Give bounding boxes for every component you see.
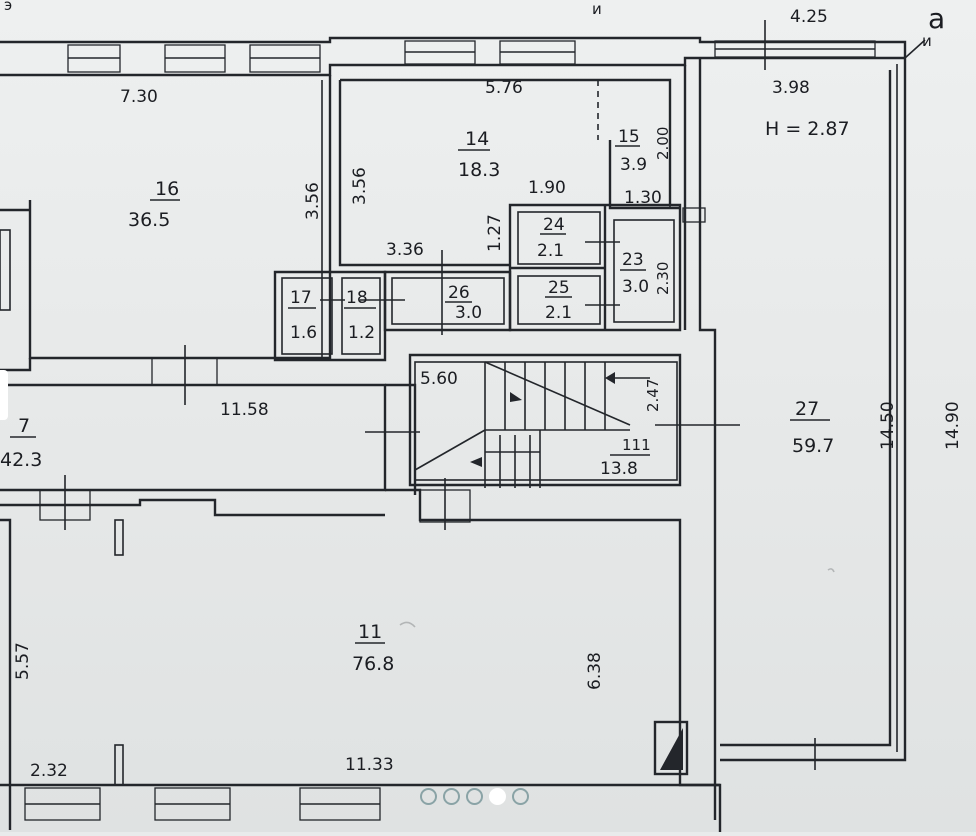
- svg-text:15: 15: [618, 127, 640, 147]
- svg-text:1.6: 1.6: [290, 323, 317, 343]
- svg-text:23: 23: [622, 250, 644, 270]
- svg-text:27: 27: [795, 398, 819, 420]
- room-15: 15 3.9: [615, 127, 647, 175]
- svg-text:2.1: 2.1: [537, 241, 564, 261]
- dim-5-76: 5.76: [485, 78, 523, 98]
- room-7: 7 42.3: [0, 415, 42, 471]
- svg-text:76.8: 76.8: [352, 653, 394, 675]
- dim-1-30: 1.30: [624, 188, 662, 208]
- svg-text:17: 17: [290, 288, 312, 308]
- dim-1-90: 1.90: [528, 178, 566, 198]
- svg-text:7: 7: [18, 415, 30, 437]
- dim-2-32: 2.32: [30, 761, 68, 781]
- room-16: 16 36.5: [128, 178, 180, 231]
- dim-4-25: 4.25: [790, 7, 828, 27]
- carousel-dot-5[interactable]: [512, 788, 529, 805]
- dim-2-00: 2.00: [654, 127, 672, 160]
- room-26: 26 3.0: [445, 283, 482, 323]
- carousel-dot-1[interactable]: [420, 788, 437, 805]
- svg-text:3.0: 3.0: [455, 303, 482, 323]
- staircase-steps: [414, 361, 631, 488]
- carousel-dot-4-active[interactable]: [489, 788, 506, 805]
- ceiling-height: H = 2.87: [765, 118, 850, 140]
- svg-text:3.9: 3.9: [620, 155, 647, 175]
- dim-6-38: 6.38: [585, 652, 605, 690]
- svg-text:1.2: 1.2: [348, 323, 375, 343]
- svg-text:24: 24: [543, 215, 565, 235]
- mark-top-center: и: [592, 0, 602, 18]
- corner-letter: a: [928, 2, 945, 35]
- svg-text:111: 111: [622, 436, 651, 454]
- room-11: 11 76.8: [352, 621, 394, 675]
- mark-top-left: э: [4, 0, 12, 14]
- room-24: 24 2.1: [537, 215, 566, 261]
- dim-7-30: 7.30: [120, 87, 158, 107]
- window-top: [67, 40, 876, 73]
- svg-text:59.7: 59.7: [792, 435, 834, 457]
- room-18: 18 1.2: [344, 288, 376, 343]
- svg-text:16: 16: [155, 178, 179, 200]
- room-23: 23 3.0: [620, 250, 649, 297]
- svg-text:26: 26: [448, 283, 470, 303]
- dim-14-50: 14.50: [878, 401, 898, 450]
- dim-14-90: 14.90: [943, 401, 963, 450]
- svg-text:14: 14: [465, 128, 489, 150]
- dim-3-36: 3.36: [386, 240, 424, 260]
- dim-3-56-right: 3.56: [350, 167, 370, 205]
- svg-text:25: 25: [548, 278, 570, 298]
- room-17: 17 1.6: [288, 288, 317, 343]
- svg-text:11: 11: [358, 621, 382, 643]
- room-111: 111 13.8: [600, 436, 651, 479]
- image-carousel-indicators: [420, 788, 529, 805]
- svg-text:18: 18: [346, 288, 368, 308]
- room-25: 25 2.1: [545, 278, 572, 323]
- room-27: 27 59.7: [790, 398, 834, 457]
- svg-text:2.1: 2.1: [545, 303, 572, 323]
- carousel-dot-3[interactable]: [466, 788, 483, 805]
- dim-2-47: 2.47: [644, 379, 662, 412]
- svg-text:42.3: 42.3: [0, 449, 42, 471]
- dim-11-58: 11.58: [220, 400, 269, 420]
- dim-5-60: 5.60: [420, 369, 458, 389]
- dim-11-33: 11.33: [345, 755, 394, 775]
- svg-text:13.8: 13.8: [600, 459, 638, 479]
- dim-5-57: 5.57: [13, 642, 33, 680]
- dim-3-98: 3.98: [772, 78, 810, 98]
- dim-2-30: 2.30: [654, 262, 672, 295]
- mark-top-right: и: [922, 32, 932, 50]
- svg-text:3.0: 3.0: [622, 277, 649, 297]
- dim-1-27: 1.27: [485, 214, 505, 252]
- room-14: 14 18.3: [458, 128, 500, 181]
- svg-text:36.5: 36.5: [128, 209, 170, 231]
- dim-3-56-left: 3.56: [303, 182, 323, 220]
- side-tab[interactable]: [0, 370, 8, 420]
- svg-text:18.3: 18.3: [458, 159, 500, 181]
- carousel-dot-2[interactable]: [443, 788, 460, 805]
